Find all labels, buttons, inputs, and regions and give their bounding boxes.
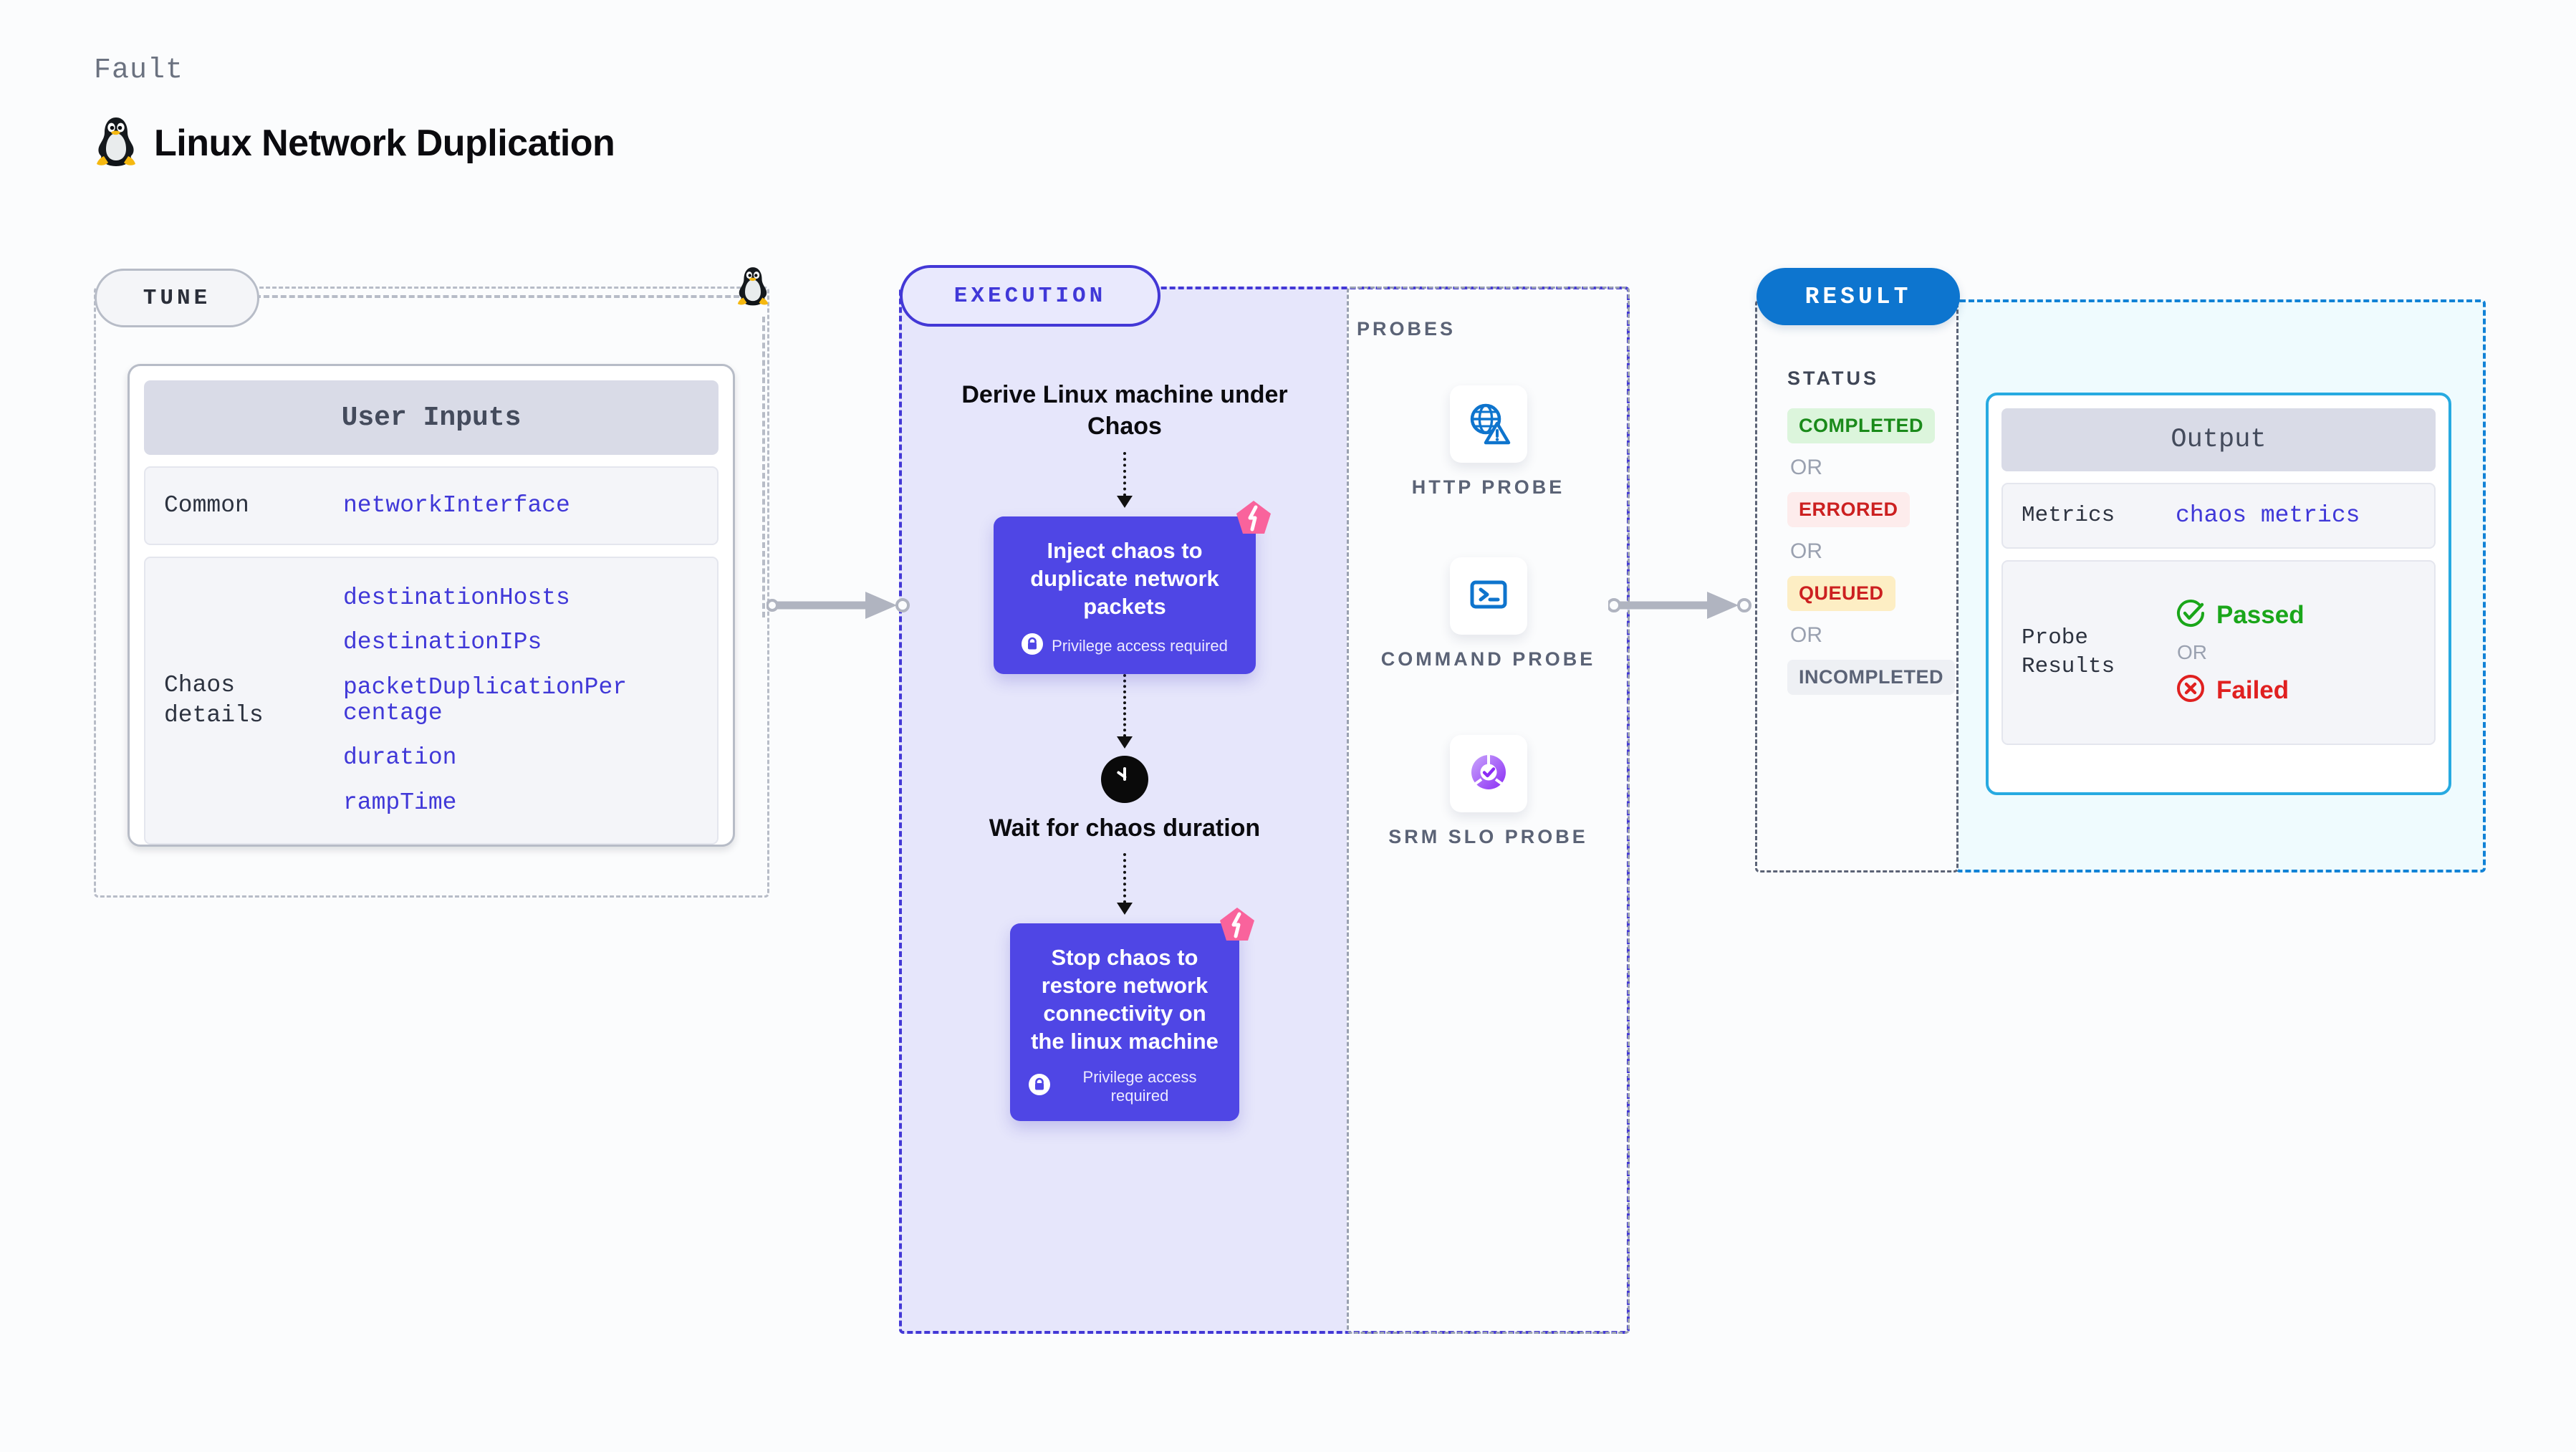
passed-label: Passed (2216, 600, 2305, 629)
page-eyebrow: Fault (94, 54, 184, 87)
tune-value: packetDuplicationPercentage (343, 673, 628, 726)
tune-row-key: Chaos details (164, 671, 264, 729)
execution-step-stop-chaos: Stop chaos to restore network connectivi… (1010, 907, 1254, 1121)
probe-result-failed: Failed (2176, 673, 2305, 707)
execution-column-fill (899, 287, 1347, 1334)
output-row-metrics: Metrics chaos metrics (2001, 483, 2436, 549)
check-circle-icon (2176, 598, 2206, 632)
failed-label: Failed (2216, 675, 2289, 704)
connector-tune-to-execution (766, 592, 910, 619)
output-card: Output Metrics chaos metrics Probe Resul… (1986, 393, 2451, 795)
execution-pill[interactable]: EXECUTION (900, 265, 1160, 327)
result-pill[interactable]: RESULT (1756, 268, 1960, 325)
probes-panel (1347, 287, 1630, 1334)
terminal-icon (1466, 572, 1512, 621)
probe-tile[interactable] (1449, 557, 1527, 635)
or-separator: OR (2177, 641, 2207, 663)
output-row-key: Probe Results (2022, 625, 2115, 679)
probe-tile[interactable] (1449, 385, 1527, 463)
tune-value: destinationHosts (343, 585, 570, 612)
globe-warning-icon (1466, 400, 1512, 449)
output-metrics-value: chaos metrics (2176, 501, 2360, 529)
probes-label: PROBES (1357, 318, 1456, 340)
tune-value: destinationIPs (343, 629, 542, 656)
status-label: STATUS (1787, 367, 1879, 389)
status-badge-errored: ERRORED (1787, 492, 1910, 527)
status-badge-completed: COMPLETED (1787, 408, 1936, 443)
probe-command[interactable]: COMMAND PROBE (1347, 557, 1630, 672)
tune-value: duration (343, 744, 457, 771)
linux-penguin-icon (94, 115, 138, 171)
status-badge-queued: QUEUED (1787, 576, 1895, 611)
privilege-text: Privilege access required (1052, 636, 1228, 655)
fault-badge-icon (1217, 905, 1257, 948)
privilege-note: Privilege access required (1012, 633, 1237, 658)
tune-connector-vertical (762, 317, 765, 617)
probe-tile[interactable] (1449, 735, 1527, 812)
tune-row-chaos-details: Chaos details destinationHosts destinati… (144, 557, 719, 845)
lock-icon (1029, 1074, 1050, 1099)
tune-row-key: Common (164, 491, 249, 519)
output-row-key: Metrics (2022, 502, 2115, 528)
execution-step-wait-label: Wait for chaos duration (989, 814, 1261, 842)
page-title-row: Linux Network Duplication (94, 115, 615, 171)
tune-pill[interactable]: TUNE (95, 269, 259, 327)
clock-icon (1101, 756, 1148, 804)
connector-execution-to-result (1608, 592, 1751, 619)
probe-http[interactable]: HTTP PROBE (1347, 385, 1630, 500)
fault-badge-icon (1234, 498, 1274, 542)
probe-label: COMMAND PROBE (1380, 648, 1596, 670)
probe-srm-slo[interactable]: SRM SLO PROBE (1347, 735, 1630, 850)
probe-result-passed: Passed (2176, 598, 2305, 632)
tune-panel (94, 287, 769, 898)
page-title: Linux Network Duplication (154, 122, 615, 164)
output-row-probe-results: Probe Results Passed OR (2001, 560, 2436, 745)
execution-flow: Derive Linux machine under Chaos Inject … (946, 380, 1304, 1121)
or-separator: OR (1790, 539, 1822, 563)
execution-step-derive-label: Derive Linux machine under Chaos (961, 381, 1288, 440)
privilege-note: Privilege access required (1029, 1068, 1221, 1105)
flow-arrow-icon (1117, 452, 1133, 509)
user-inputs-title: User Inputs (144, 380, 719, 455)
tune-connector-horizontal (255, 295, 756, 298)
flow-arrow-icon (1117, 852, 1133, 915)
execution-step-inject-chaos: Inject chaos to duplicate network packet… (994, 501, 1271, 675)
status-badge-incompleted: INCOMPLETED (1787, 660, 1956, 695)
slo-donut-check-icon (1466, 749, 1512, 799)
tune-value: networkInterface (343, 491, 570, 519)
step-title: Stop chaos to restore network connectivi… (1031, 944, 1219, 1054)
output-title: Output (2001, 408, 2436, 471)
tune-value: rampTime (343, 789, 457, 816)
flow-arrow-icon (1117, 674, 1133, 749)
step-title: Inject chaos to duplicate network packet… (1030, 538, 1219, 620)
probe-label: SRM SLO PROBE (1388, 826, 1588, 847)
tune-row-common: Common networkInterface (144, 466, 719, 545)
close-circle-icon (2176, 673, 2206, 707)
linux-penguin-badge-icon (735, 265, 771, 310)
or-separator: OR (1790, 623, 1822, 647)
probe-label: HTTP PROBE (1411, 476, 1565, 498)
or-separator: OR (1790, 456, 1822, 479)
privilege-text: Privilege access required (1082, 1067, 1197, 1105)
lock-icon (1022, 633, 1044, 658)
status-option-list: COMPLETED OR ERRORED OR QUEUED OR INCOMP… (1787, 408, 1959, 695)
user-inputs-card: User Inputs Common networkInterface Chao… (128, 364, 735, 847)
